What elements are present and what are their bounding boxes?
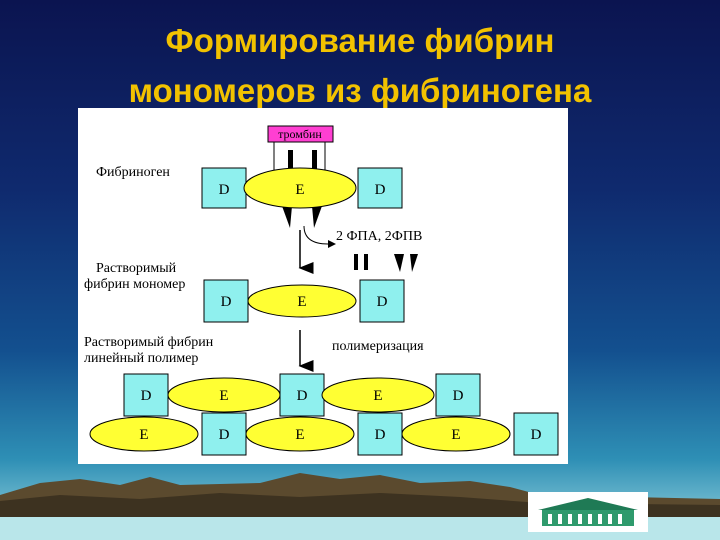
polymer-label-line-1: Растворимый фибрин xyxy=(84,335,214,350)
monomer-label-line-1: Растворимый xyxy=(96,261,177,276)
domain-d-label: D xyxy=(141,388,152,404)
domain-e-label: E xyxy=(451,427,460,443)
domain-e-label: E xyxy=(295,427,304,443)
released-fibrinopeptides xyxy=(354,254,418,272)
thrombin-box: тромбин xyxy=(267,125,334,143)
polymer-lower-strand: E D E D E D xyxy=(89,412,559,456)
polymerization-label: полимеризация xyxy=(332,339,424,354)
domain-e-label: E xyxy=(219,388,228,404)
domain-d-label: D xyxy=(375,182,386,198)
slide-title-line-1: Формирование фибрин xyxy=(165,22,555,59)
products-label: 2 ФПА, 2ФПВ xyxy=(336,229,422,244)
fibrinogen-label: Фибриноген xyxy=(96,165,170,180)
domain-e-label: E xyxy=(297,294,306,310)
polymer-label-line-2: линейный полимер xyxy=(84,351,198,366)
fibrin-monomer: D E D xyxy=(203,279,405,323)
slide-title-line-2: мономеров из фибриногена xyxy=(128,72,592,109)
building-logo xyxy=(528,492,648,532)
domain-d-label: D xyxy=(377,294,388,310)
monomer-label-line-2: фибрин мономер xyxy=(84,277,185,292)
domain-d-label: D xyxy=(531,427,542,443)
domain-d-label: D xyxy=(375,427,386,443)
fibrinopeptide-bars xyxy=(282,150,322,228)
domain-e-label: E xyxy=(139,427,148,443)
domain-d-label: D xyxy=(219,427,230,443)
polymer-upper-strand: D E D E D xyxy=(123,373,481,417)
domain-d-label: D xyxy=(221,294,232,310)
release-arrow xyxy=(303,225,329,245)
domain-d-label: D xyxy=(219,182,230,198)
domain-d-label: D xyxy=(453,388,464,404)
fibrinogen-molecule: D E D xyxy=(201,167,403,209)
domain-e-label: E xyxy=(373,388,382,404)
domain-d-label: D xyxy=(297,388,308,404)
thrombin-label: тромбин xyxy=(278,127,322,141)
fibrin-formation-diagram: тромбин Фибриноген D E D 2 ФПА, 2ФПВ Рас… xyxy=(78,108,568,464)
domain-e-label: E xyxy=(295,182,304,198)
